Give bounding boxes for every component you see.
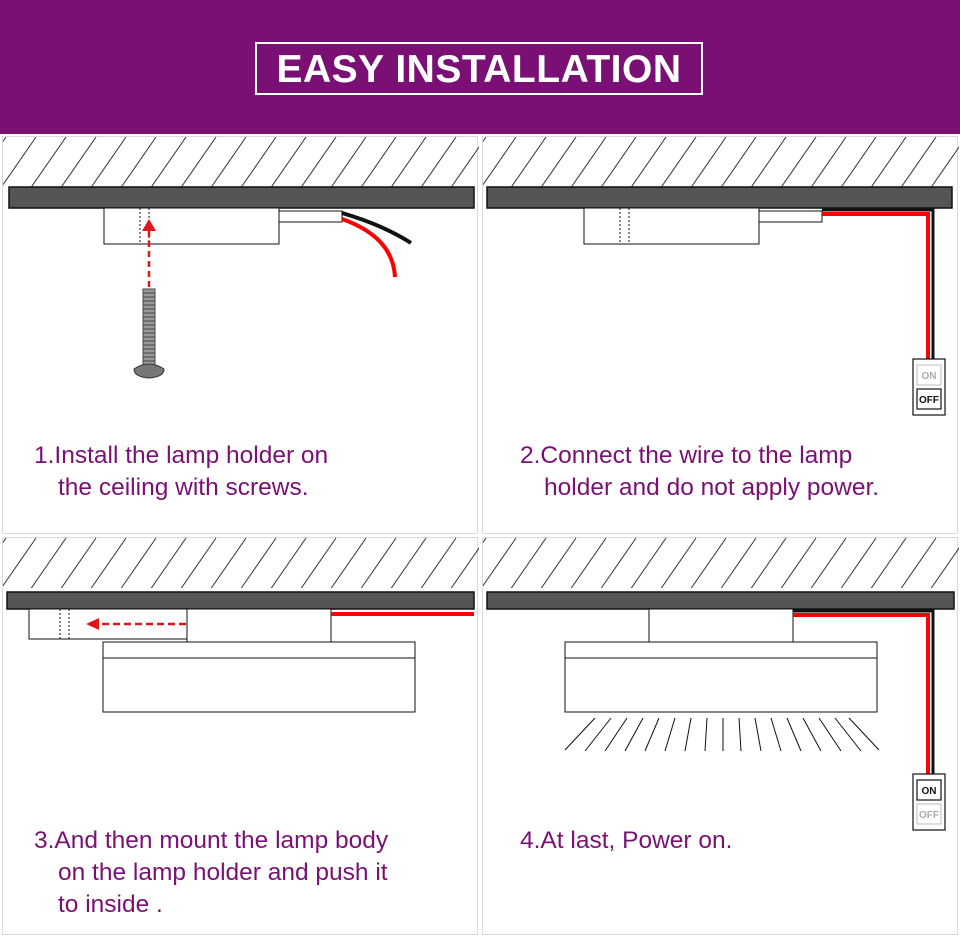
step-4-illustration: ON OFF [483,538,959,831]
black-wire [793,609,935,774]
caption-line: 4.At last, Power on. [520,827,733,854]
red-wire [341,217,397,278]
red-wire [822,212,930,359]
caption-line: 2.Connect the wire to the lamp [520,442,853,469]
step-1-illustration [3,137,479,379]
power-switch: ON OFF [912,773,946,831]
screw-icon [133,288,165,379]
ceiling-slab [6,591,475,610]
step-3-caption: 3.And then mount the lamp body on the la… [34,825,474,921]
caption-line: to inside . [58,891,163,918]
black-wire [822,208,935,359]
ceiling-slab [486,591,955,610]
step-3-panel: 3.And then mount the lamp body on the la… [2,537,479,935]
step-3-illustration [3,538,479,713]
lamp-body [102,641,416,713]
caption-line: on the lamp holder and push it [58,859,388,886]
ceiling-hatch [3,538,479,588]
ceiling-slab [486,186,953,209]
header-banner: EASY INSTALLATION [0,0,960,134]
red-wire [793,613,930,774]
page-title: EASY INSTALLATION [255,42,703,95]
switch-off-label: OFF [919,810,939,821]
switch-off-label: OFF [919,395,939,406]
lamp-holder [583,207,760,245]
slide-arrow-head [86,618,99,630]
wire-connector [758,210,823,223]
ceiling-hatch [483,137,959,187]
black-wire [341,211,413,245]
step-4-panel: ON OFF 4.At last, Power on. [482,537,960,935]
caption-line: 1.Install the lamp holder on [34,442,329,469]
lamp-top-cover [648,608,794,643]
step-1-caption: 1.Install the lamp holder on the ceiling… [34,440,474,504]
caption-line: holder and do not apply power. [544,474,880,501]
step-4-caption: 4.At last, Power on. [520,825,960,857]
step-2-illustration: ON OFF [483,137,959,416]
insert-arrow-head [142,219,156,231]
power-switch: ON OFF [912,358,946,416]
switch-on-label: ON [922,371,937,382]
lamp-holder [103,207,280,245]
step-2-caption: 2.Connect the wire to the lamp holder an… [520,440,960,504]
ceiling-hatch [3,137,479,187]
ceiling-slab [8,186,475,209]
step-2-panel: ON OFF 2.Connect the wire to the lamp ho… [482,136,960,534]
caption-line: 3.And then mount the lamp body [34,827,389,854]
ceiling-hatch [483,538,959,588]
light-rays [564,717,880,752]
step-1-panel: 1.Install the lamp holder on the ceiling… [2,136,479,534]
switch-on-label: ON [922,786,937,797]
caption-line: the ceiling with screws. [58,474,309,501]
lamp-body [564,641,878,713]
lamp-top-cover [186,608,332,643]
wire-connector [278,210,343,223]
